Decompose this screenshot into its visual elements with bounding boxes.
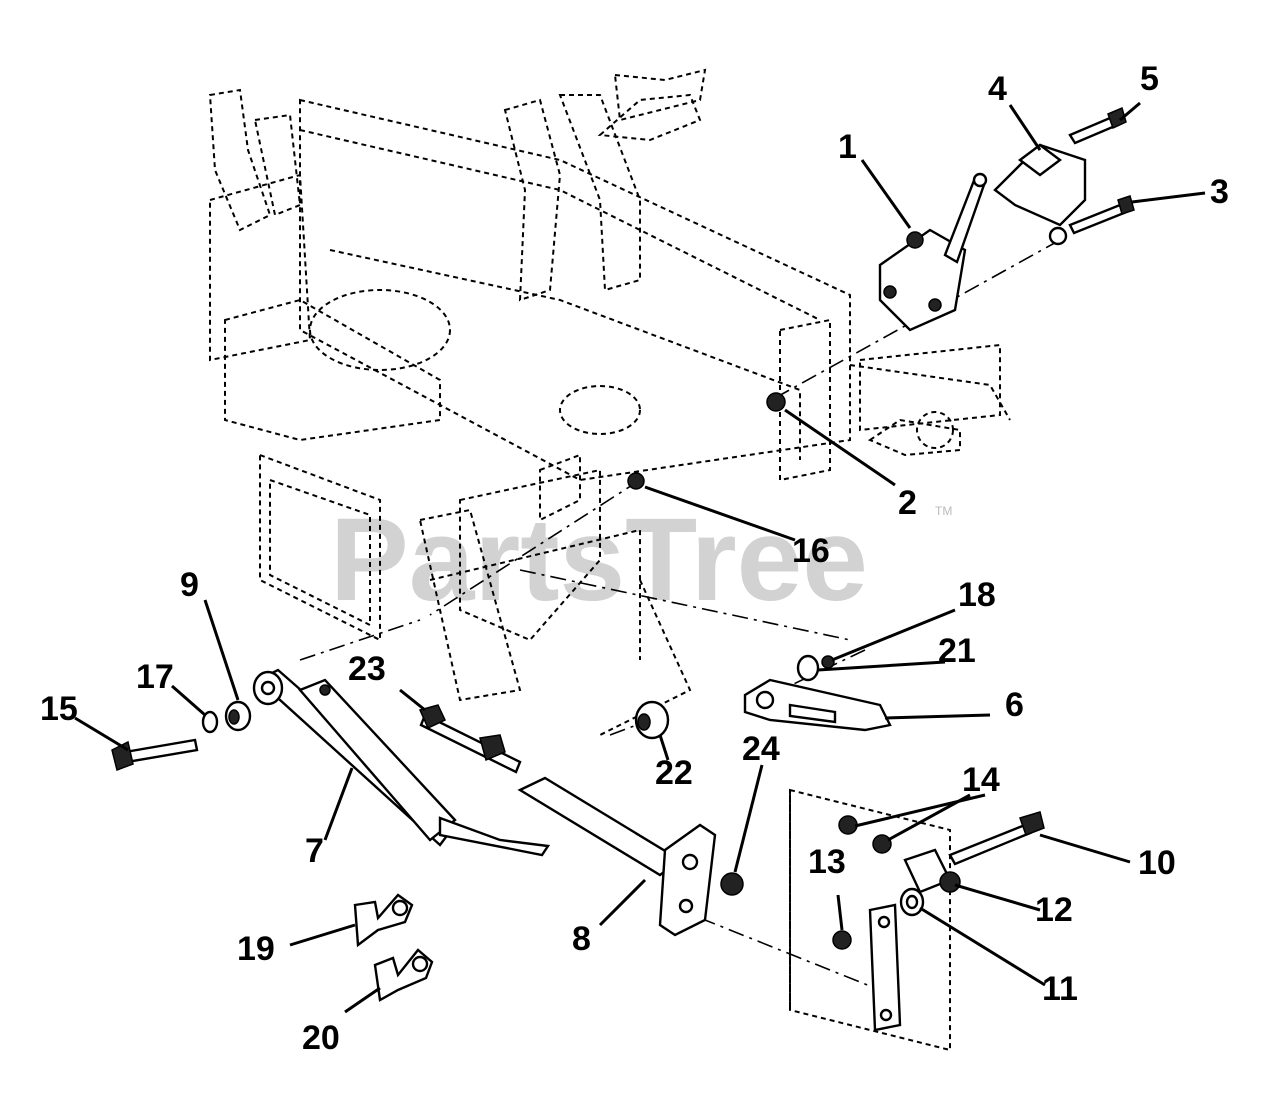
- callout-2: 2: [898, 484, 917, 522]
- callout-11: 11: [1042, 970, 1078, 1008]
- part-14-nut: [838, 815, 892, 854]
- callout-17: 17: [136, 658, 174, 696]
- part-8-arm: [517, 776, 717, 937]
- part-10-bolt: [948, 811, 1045, 866]
- callout-16: 16: [792, 532, 830, 570]
- callout-labels: 1 2 3 4 5 6 7 8 9 10 11 12 13 14 15 16 1…: [40, 60, 1229, 1057]
- leader-lines: [74, 101, 1206, 1014]
- callout-22: 22: [655, 754, 693, 792]
- watermark: PartsTree TM: [330, 494, 952, 626]
- callout-9: 9: [180, 566, 199, 604]
- watermark-text: PartsTree: [330, 494, 868, 626]
- callout-10: 10: [1138, 844, 1176, 882]
- callout-23: 23: [348, 650, 386, 688]
- part-24-nut: [720, 872, 744, 896]
- part-19-clip: [353, 893, 414, 948]
- callout-4: 4: [988, 70, 1007, 108]
- part-18-21-washer-bolt: [796, 654, 835, 682]
- part-11-washer: [899, 887, 925, 917]
- callout-6: 6: [1005, 686, 1024, 724]
- callout-18: 18: [958, 576, 996, 614]
- callout-24: 24: [742, 730, 780, 768]
- callout-19: 19: [237, 930, 275, 968]
- callout-8: 8: [572, 920, 591, 958]
- part-17-washer: [201, 710, 219, 734]
- callout-20: 20: [302, 1019, 340, 1057]
- part-6-link: [743, 678, 892, 732]
- callout-5: 5: [1140, 60, 1159, 98]
- part-1-valve: [878, 172, 988, 332]
- callout-21: 21: [938, 632, 976, 670]
- part-7-cylinder: [252, 668, 551, 857]
- callout-1: 1: [838, 128, 857, 166]
- callout-7: 7: [305, 832, 324, 870]
- part-5-screw: [1068, 106, 1127, 145]
- part-9-bushing: [224, 700, 252, 732]
- callout-13: 13: [808, 843, 846, 881]
- part-2-nut: [766, 392, 786, 412]
- part-23-rod-end: [418, 704, 522, 774]
- part-15-bolt: [111, 738, 199, 771]
- part-16-nut: [627, 472, 645, 490]
- callout-3: 3: [1210, 173, 1229, 211]
- callout-14: 14: [962, 761, 1000, 799]
- part-4-bracket: [993, 143, 1087, 227]
- pivot-plate: [868, 903, 902, 1032]
- callout-12: 12: [1035, 891, 1073, 929]
- part-13-nut: [832, 930, 852, 950]
- callout-15: 15: [40, 690, 78, 728]
- part-20-clip: [373, 948, 434, 1002]
- watermark-tm: TM: [935, 504, 952, 518]
- part-12-fitting: [903, 848, 961, 894]
- part-22-spacer: [634, 700, 670, 740]
- part-3-bolt: [1048, 195, 1135, 246]
